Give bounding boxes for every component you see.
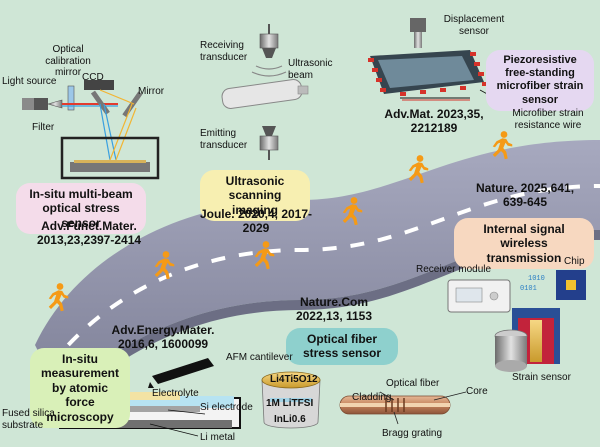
label-emitting-transducer: Emitting transducer xyxy=(200,128,248,151)
ultrasonic-ref: Joule. 2020,4, 2017-2029 xyxy=(199,207,313,235)
label-calibration-mirror: Optical calibration mirror xyxy=(45,44,91,78)
label-layer-lto: Li4Ti5O12 xyxy=(270,374,318,385)
optical-setup xyxy=(22,80,160,180)
fiber-setup xyxy=(261,371,467,429)
fiber-ref: Nature.Com 2022,13, 1153 xyxy=(295,295,373,323)
label-afm-cantilever: AFM cantilever xyxy=(226,352,293,363)
label-fused-silica: Fused silica substrate xyxy=(2,408,55,431)
piezo-ref: Adv.Mat. 2023,35, 2212189 xyxy=(384,107,484,135)
label-chip: Chip xyxy=(564,256,585,267)
ultrasonic-transducer-icon xyxy=(259,33,279,49)
label-core: Core xyxy=(466,386,488,397)
svg-text:0101: 0101 xyxy=(520,285,537,293)
label-displacement-sensor: Displacement sensor xyxy=(443,14,505,37)
afm-ref: Adv.Energy.Mater. 2016,6, 1600099 xyxy=(111,323,215,351)
optical-title: In-situ multi-beam optical stress sensor xyxy=(16,183,146,235)
piezo-setup xyxy=(368,18,521,113)
piezo-title: Piezoresistive free-standing microfiber … xyxy=(486,50,594,111)
afm-title: In-situ measurement by atomic force micr… xyxy=(30,348,130,428)
label-layer-electrolyte: 1M LiTFSI xyxy=(266,398,314,409)
label-filter: Filter xyxy=(32,122,55,133)
label-electrolyte: Electrolyte xyxy=(152,388,199,399)
road-path xyxy=(35,140,600,404)
wireless-ref: Nature. 2025,641, 639-645 xyxy=(475,181,575,209)
label-ccd: CCD xyxy=(82,72,104,83)
label-strain-sensor: Strain sensor xyxy=(512,372,571,383)
wireless-setup: 0101 1010 xyxy=(447,270,586,372)
afm-cantilever-icon xyxy=(152,358,214,384)
label-receiver-module: Receiver module xyxy=(416,264,492,275)
label-bragg-grating: Bragg grating xyxy=(382,428,443,439)
fiber-title: Optical fiber stress sensor xyxy=(286,328,398,365)
label-li-metal: Li metal xyxy=(200,432,236,443)
svg-text:1010: 1010 xyxy=(528,275,545,283)
label-strain-wire: Microfiber strain resistance wire xyxy=(512,108,584,131)
laser-source-icon xyxy=(46,99,63,109)
ultrasonic-title: Ultrasonic scanning imaging xyxy=(200,170,310,222)
ultrasonic-setup xyxy=(221,24,309,160)
label-light-source: Light source xyxy=(2,76,57,87)
label-si-electrode: Si electrode xyxy=(200,402,253,413)
label-receiving-transducer: Receiving transducer xyxy=(200,40,248,63)
label-ultrasonic-beam: Ultrasonic beam xyxy=(288,58,333,81)
wireless-title: Internal signal wireless transmission xyxy=(454,218,594,270)
optical-ref: Adv.Funct.Mater. 2013,23,2397-2414 xyxy=(36,219,142,247)
label-optical-fiber: Optical fiber xyxy=(386,378,440,389)
label-cladding: Cladding xyxy=(352,392,392,403)
label-layer-inli: InLi0.6 xyxy=(274,414,306,425)
label-mirror: Mirror xyxy=(138,86,165,97)
battery-cell-icon xyxy=(261,379,321,429)
